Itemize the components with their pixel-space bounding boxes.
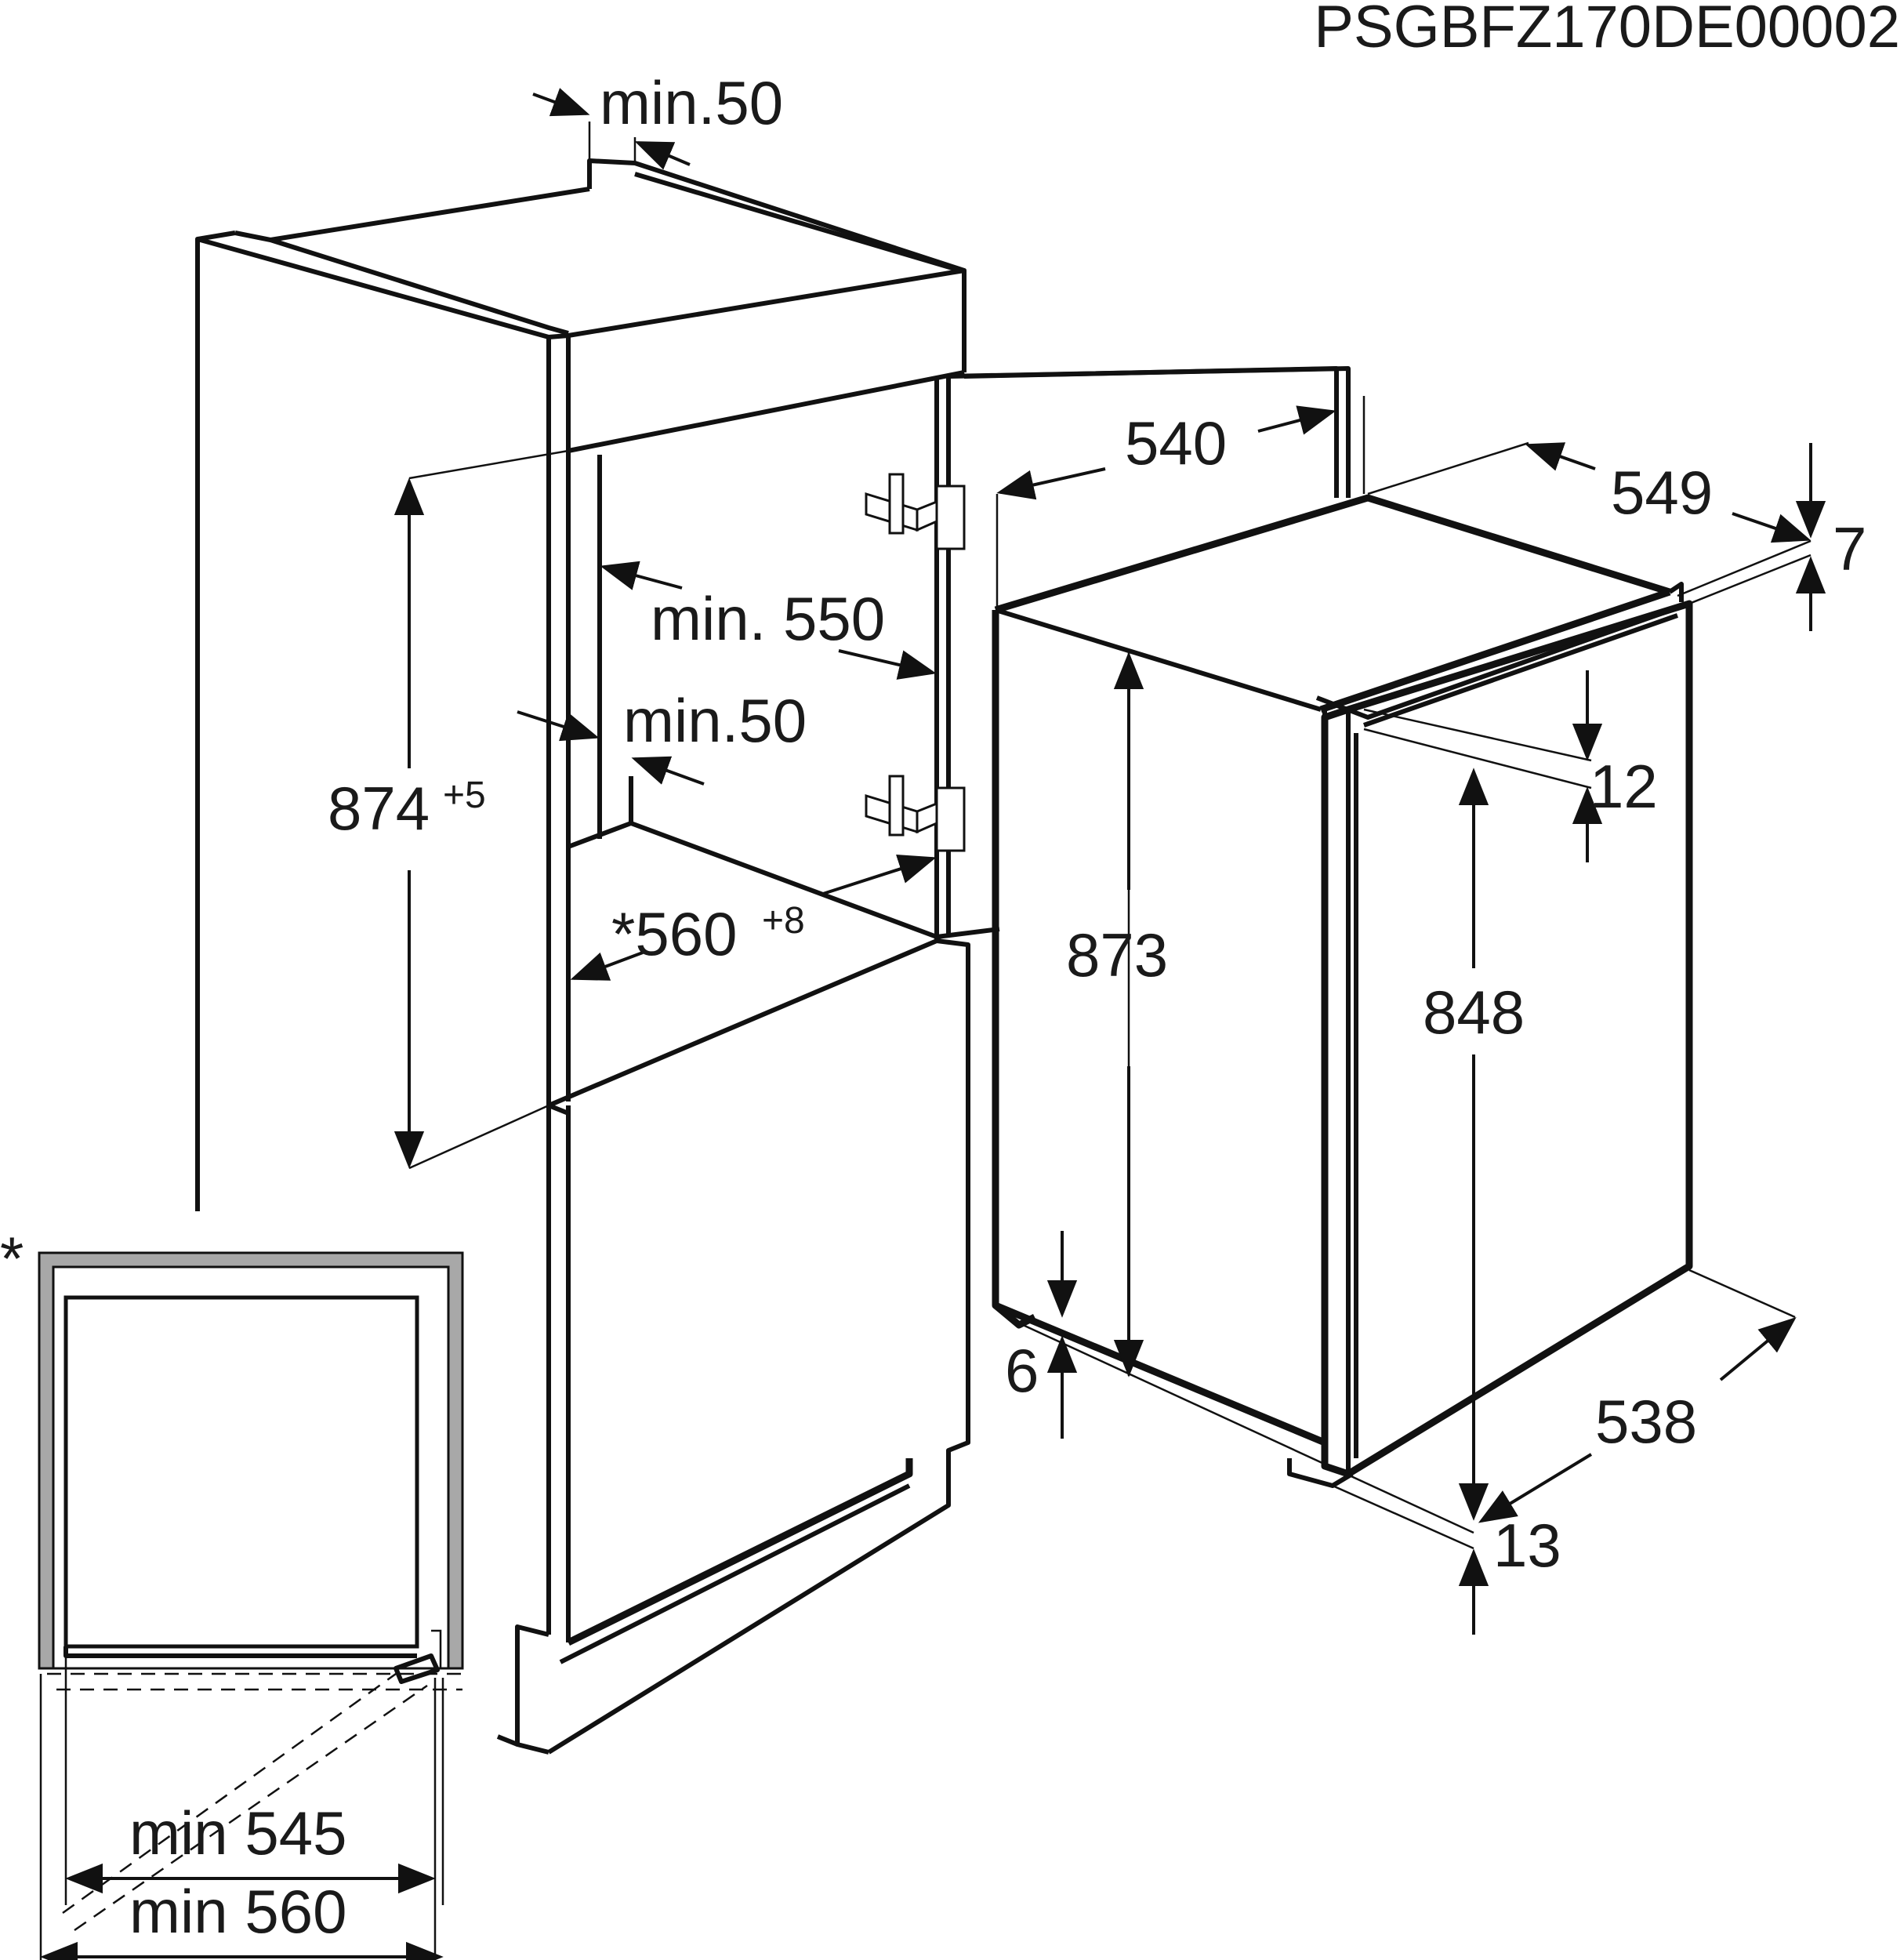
niche-height-label: 874 bbox=[328, 774, 430, 843]
niche-top-clearance-label: min.50 bbox=[600, 68, 783, 137]
niche-width-label: *560 bbox=[611, 899, 738, 968]
plan-view bbox=[38, 1251, 464, 1960]
door-height-label: 848 bbox=[1423, 978, 1525, 1047]
door-gap-bottom-label: 13 bbox=[1493, 1511, 1561, 1580]
niche-rear-gap-label: min.50 bbox=[623, 686, 807, 755]
appliance-width-label: 538 bbox=[1595, 1387, 1697, 1456]
niche-width-tolerance-label: +8 bbox=[762, 900, 805, 942]
appliance-depth-label: 540 bbox=[1125, 408, 1227, 477]
door-gap-top-label: 12 bbox=[1590, 752, 1658, 821]
appliance-dimensions bbox=[996, 396, 1826, 1635]
appliance-height-label: 873 bbox=[1066, 920, 1168, 989]
plan-outer-width-label: min 560 bbox=[129, 1877, 347, 1946]
base-gap-label: 6 bbox=[1005, 1336, 1039, 1405]
upper-hinge-icon bbox=[865, 473, 966, 550]
lower-hinge-icon bbox=[865, 775, 966, 852]
cabinet-dimensions bbox=[393, 88, 937, 1170]
door-offset-top-label: 7 bbox=[1833, 514, 1866, 583]
drawing-code: PSGBFZ170DE00002 bbox=[1314, 0, 1900, 60]
plan-inner-width-label: min 545 bbox=[129, 1798, 347, 1867]
niche-depth-label: min. 550 bbox=[651, 584, 885, 653]
niche-height-tolerance-label: +5 bbox=[443, 775, 486, 816]
appliance-total-depth-label: 549 bbox=[1611, 458, 1713, 527]
appliance-body bbox=[992, 494, 1693, 1488]
plan-note-marker: * bbox=[0, 1224, 24, 1293]
